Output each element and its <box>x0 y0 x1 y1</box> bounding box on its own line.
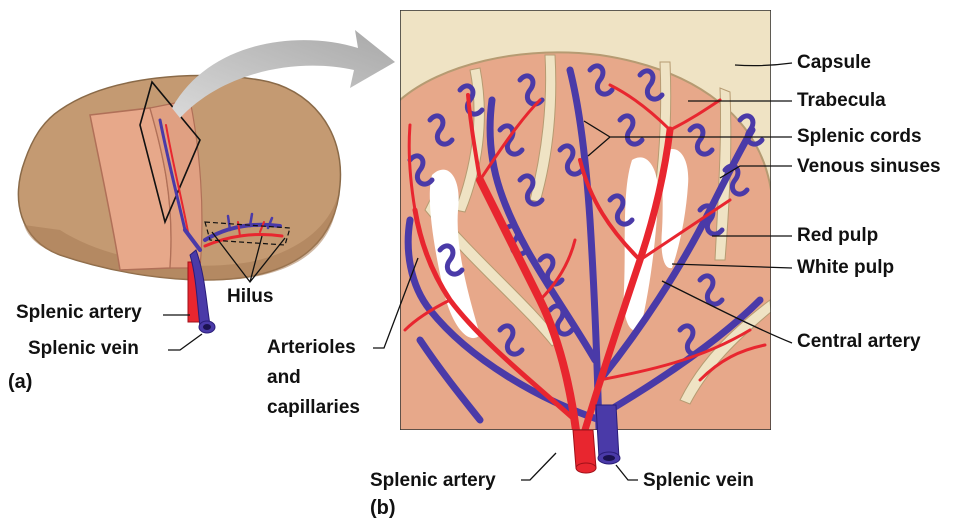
splenic-vein-leader-a <box>168 334 202 350</box>
label-hilus: Hilus <box>227 287 273 306</box>
panel-a-letter: (a) <box>8 372 32 392</box>
label-splenic-cords: Splenic cords <box>797 127 922 146</box>
label-splenic-vein-a: Splenic vein <box>28 339 139 358</box>
label-arterioles-line1: Arterioles <box>267 338 356 357</box>
label-trabecula: Trabecula <box>797 91 886 110</box>
label-central-artery: Central artery <box>797 332 921 351</box>
label-splenic-vein-b: Splenic vein <box>643 471 754 490</box>
label-splenic-artery-b: Splenic artery <box>370 471 496 490</box>
label-white-pulp: White pulp <box>797 258 894 277</box>
panel-b-section <box>400 10 771 470</box>
label-red-pulp: Red pulp <box>797 226 878 245</box>
label-capsule: Capsule <box>797 53 871 72</box>
panel-b-letter: (b) <box>370 498 396 518</box>
label-arterioles-line3: capillaries <box>267 398 360 417</box>
label-splenic-artery-a: Splenic artery <box>16 303 142 322</box>
label-arterioles-line2: and <box>267 368 301 387</box>
label-venous-sinuses: Venous sinuses <box>797 157 941 176</box>
